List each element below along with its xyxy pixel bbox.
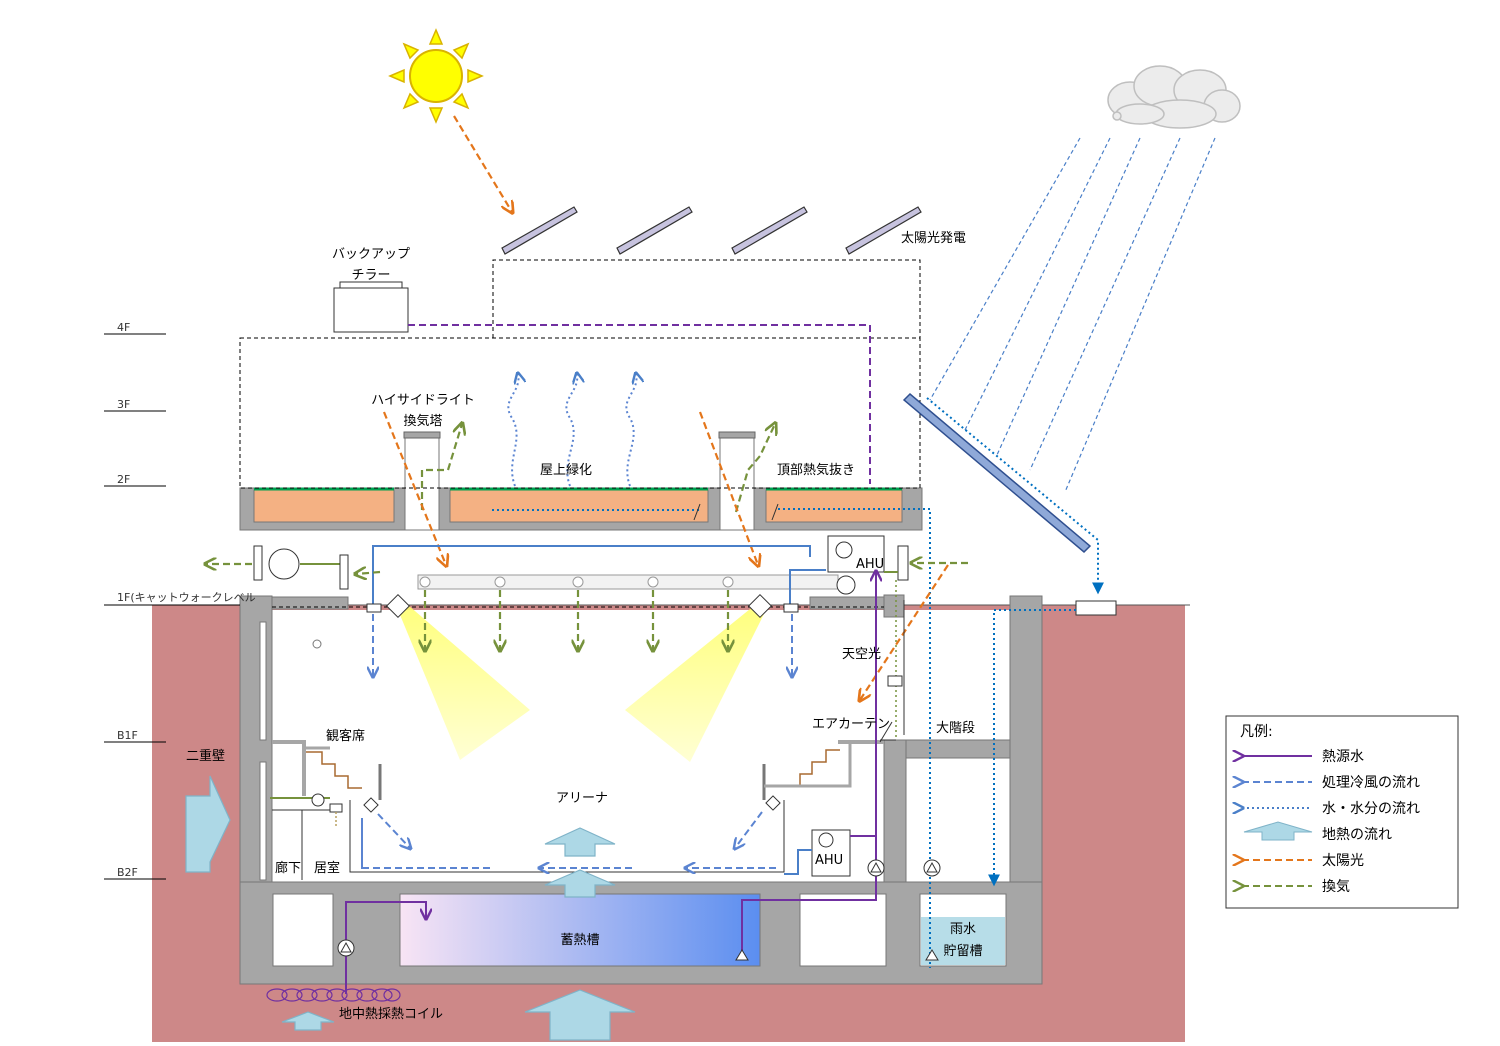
vent-tower-left <box>404 437 440 531</box>
solar-power-label: 太陽光発電 <box>901 231 966 246</box>
grand-stairs-label: 大階段 <box>936 721 975 736</box>
legend: 凡例: 熱源水 処理冷風の流れ 水・水分の流れ 地熱の流れ 太陽光 換気 <box>1225 715 1459 909</box>
spectator-seats-label: 観客席 <box>326 728 365 744</box>
vent-tower-label: 換気塔 <box>403 413 442 429</box>
stair-core-wall <box>883 739 907 883</box>
geothermal-coil <box>266 988 401 1002</box>
skylight-label: 天空光 <box>842 647 881 662</box>
floor-label-4f: 4F <box>117 321 130 334</box>
legend-swatch-geo <box>1243 821 1313 841</box>
geo-coil-label: 地中熱採熱コイル <box>339 1007 443 1022</box>
rain-tank-label-2: 貯留槽 <box>943 944 982 959</box>
room-label: 居室 <box>314 860 340 876</box>
cloud-icon <box>1107 65 1241 129</box>
corridor-label: 廊下 <box>275 860 301 876</box>
thermal-storage-label: 蓄熱槽 <box>560 933 599 948</box>
exhaust-fan-icon <box>268 548 300 580</box>
floor-markers <box>104 333 240 880</box>
roof-soil-1 <box>253 489 395 523</box>
roof-soil-2 <box>449 489 709 523</box>
ahu-upper-label: AHU <box>856 557 884 572</box>
rain <box>929 137 1216 493</box>
catwalk-slab-left <box>271 596 349 610</box>
legend-item-label: 換気 <box>1322 879 1350 895</box>
roof-soil-3 <box>765 489 903 523</box>
solar-panels <box>501 206 922 255</box>
backup-chiller-label-1: バックアップ <box>332 247 410 262</box>
legend-item-label: 処理冷風の流れ <box>1322 775 1420 791</box>
legend-item-label: 太陽光 <box>1322 853 1364 869</box>
ceiling-duct <box>417 574 839 590</box>
thermal-storage-tank <box>399 893 761 967</box>
sun-icon <box>388 28 484 124</box>
stair-landing <box>905 739 1011 759</box>
legend-title: 凡例: <box>1240 724 1273 740</box>
highside-light-label: ハイサイドライト <box>371 393 475 408</box>
geothermal-arrows <box>185 775 636 1041</box>
double-wall-strip-upper <box>259 621 267 741</box>
backup-chiller <box>333 287 409 333</box>
double-wall-label: 二重壁 <box>186 748 225 764</box>
top-heat-exhaust-label: 頂部熱気抜き <box>777 462 855 478</box>
rain-tank-label-1: 雨水 <box>950 922 976 937</box>
rain-collector-panel <box>902 392 1092 554</box>
legend-item-label: 地熱の流れ <box>1322 827 1392 843</box>
floor-label-2f: 2F <box>117 473 130 486</box>
ahu-lower-label: AHU <box>815 853 843 868</box>
pit-left <box>272 893 334 967</box>
floor-label-3f: 3F <box>117 398 130 411</box>
rooftop-greening-label: 屋上緑化 <box>540 463 592 478</box>
backup-chiller-label-2: チラー <box>351 268 390 283</box>
air-curtain-label: エアカーテン <box>812 717 890 732</box>
floor-label-b2f: B2F <box>117 866 138 879</box>
legend-item-label: 水・水分の流れ <box>1322 801 1420 817</box>
fan-icon <box>835 541 853 559</box>
ahu-column <box>883 594 905 618</box>
floor-label-1f: 1F(キャットウォークレベル <box>117 591 256 604</box>
pit-middle <box>799 893 887 967</box>
arena-label: アリーナ <box>556 791 608 806</box>
vent-tower-right <box>719 437 755 531</box>
floor-label-b1f: B1F <box>117 729 138 742</box>
double-wall-strip-lower <box>259 761 267 881</box>
upper-volume-outline <box>239 337 921 489</box>
legend-item-label: 熱源水 <box>1322 749 1364 765</box>
